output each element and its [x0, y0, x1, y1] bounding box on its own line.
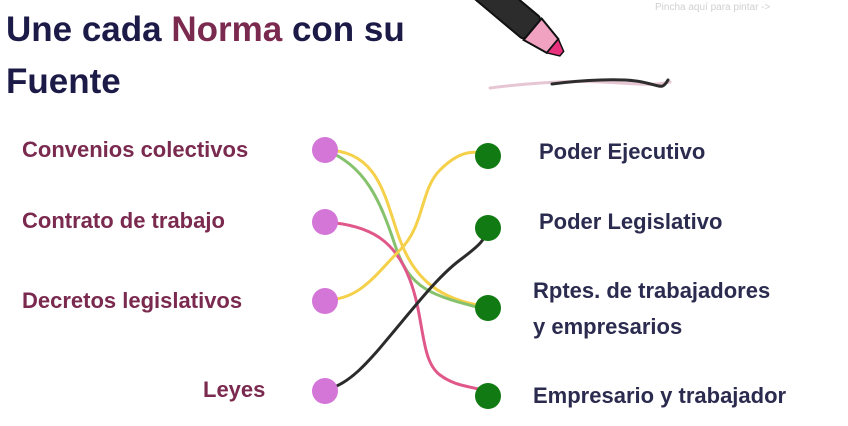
right-dot-representantes[interactable] [475, 295, 501, 321]
left-label-decretos: Decretos legislativos [22, 288, 242, 314]
title-part1: Une cada [6, 10, 171, 49]
line-decretos-ejecutivo-yellow [325, 152, 488, 300]
left-label-leyes: Leyes [203, 377, 265, 403]
left-dot-contrato[interactable] [312, 209, 338, 235]
right-label-representantes: Rptes. de trabajadores y empresarios [533, 273, 770, 345]
left-dot-leyes[interactable] [312, 378, 338, 404]
right-dot-empresario-trabajador[interactable] [475, 383, 501, 409]
right-dot-poder-ejecutivo[interactable] [475, 143, 501, 169]
page-title: Une cada Norma con su Fuente [6, 4, 436, 108]
right-label-empresario-trabajador: Empresario y trabajador [533, 378, 786, 414]
right-label-poder-legislativo: Poder Legislativo [539, 204, 722, 240]
left-label-convenios: Convenios colectivos [22, 137, 248, 163]
title-accent: Norma [171, 10, 282, 49]
line-convenios-representantes-green [325, 150, 488, 310]
line-leyes-legislativo-black [325, 228, 488, 390]
marker-pen-icon[interactable] [462, 0, 692, 100]
left-dot-convenios[interactable] [312, 137, 338, 163]
left-label-contrato: Contrato de trabajo [22, 208, 225, 234]
right-label-poder-ejecutivo: Poder Ejecutivo [539, 134, 705, 170]
line-contrato-empresario-pink [325, 222, 490, 395]
right-dot-poder-legislativo[interactable] [475, 215, 501, 241]
left-dot-decretos[interactable] [312, 288, 338, 314]
line-convenios-representantes-yellow [325, 150, 488, 307]
